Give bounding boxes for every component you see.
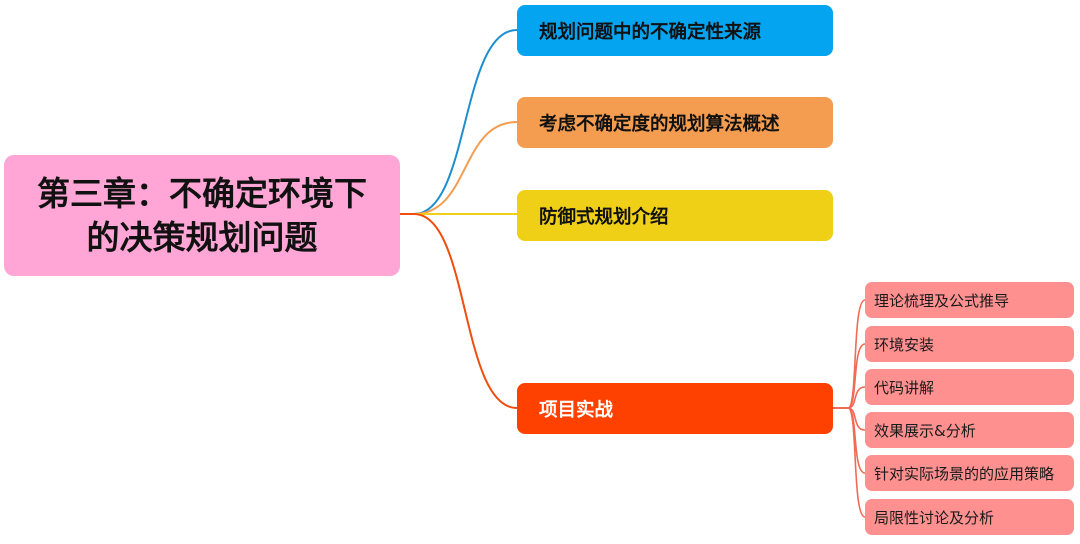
root-title-line-1: 第三章：不确定环境下 <box>37 173 367 213</box>
connector-branch-2 <box>400 121 518 215</box>
branch-algorithm-overview[interactable]: 考虑不确定度的规划算法概述 <box>517 97 833 148</box>
leaf-limitations-discussion[interactable]: 局限性讨论及分析 <box>865 499 1074 535</box>
branch-uncertainty-sources[interactable]: 规划问题中的不确定性来源 <box>517 5 833 56</box>
root-topic[interactable]: 第三章：不确定环境下 的决策规划问题 <box>4 155 400 276</box>
branch-defensive-planning[interactable]: 防御式规划介绍 <box>517 190 833 241</box>
leaf-label: 效果展示&分析 <box>874 421 976 440</box>
leaf-application-strategy[interactable]: 针对实际场景的的应用策略 <box>865 455 1074 491</box>
leaf-label: 环境安装 <box>874 335 935 354</box>
leaf-label: 代码讲解 <box>874 378 935 397</box>
leaf-code-explanation[interactable]: 代码讲解 <box>865 369 1074 405</box>
connector-leaf-4 <box>833 407 866 431</box>
leaf-theory-derivation[interactable]: 理论梳理及公式推导 <box>865 282 1074 318</box>
connector-leaf-1 <box>833 299 866 409</box>
leaf-results-analysis[interactable]: 效果展示&分析 <box>865 412 1074 448</box>
branch-label: 防御式规划介绍 <box>539 206 669 228</box>
connector-leaf-2 <box>833 343 866 409</box>
branch-project-practice[interactable]: 项目实战 <box>517 383 833 434</box>
leaf-label: 理论梳理及公式推导 <box>874 291 1010 310</box>
branch-label: 考虑不确定度的规划算法概述 <box>539 113 780 135</box>
connector-branch-1 <box>400 29 518 215</box>
branch-label: 规划问题中的不确定性来源 <box>539 21 762 43</box>
connector-leaf-5 <box>833 407 866 474</box>
connector-leaf-6 <box>833 407 866 518</box>
root-title: 第三章：不确定环境下 的决策规划问题 <box>37 172 367 260</box>
root-title-line-2: 的决策规划问题 <box>86 217 318 257</box>
branch-label: 项目实战 <box>539 399 614 421</box>
leaf-label: 局限性讨论及分析 <box>874 508 995 527</box>
connector-branch-4 <box>400 213 518 409</box>
leaf-environment-setup[interactable]: 环境安装 <box>865 326 1074 362</box>
connector-leaf-3 <box>833 386 866 409</box>
leaf-label: 针对实际场景的的应用策略 <box>874 464 1055 483</box>
